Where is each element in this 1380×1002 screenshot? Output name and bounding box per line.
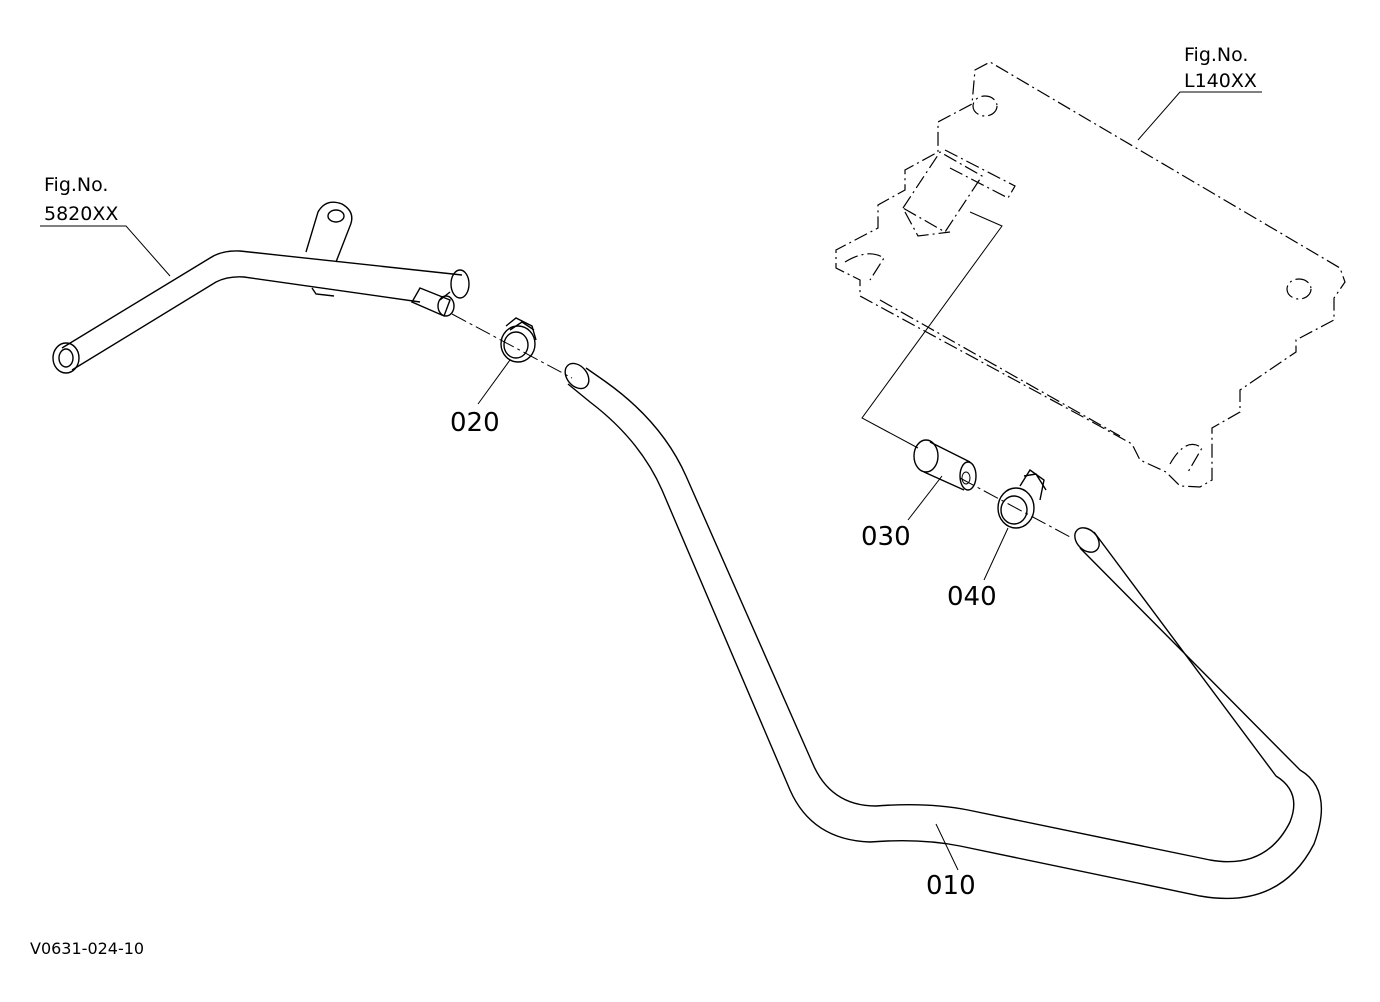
fig-ref-right-line2: L140XX (1184, 70, 1257, 92)
callout-leader-020 (477, 359, 511, 405)
metal-pipe (52, 201, 470, 374)
fig-ref-left-line2: 5820XX (44, 203, 118, 225)
hose-clamp-right (997, 468, 1047, 529)
right-assembly-axis (959, 477, 1073, 539)
callout-030: 030 (861, 522, 911, 552)
rubber-hose (564, 362, 1323, 900)
callout-010: 010 (926, 871, 976, 901)
callout-020: 020 (450, 408, 500, 438)
callout-040: 040 (947, 582, 997, 612)
fig-ref-right-leader (1137, 91, 1262, 141)
left-assembly-axis (451, 313, 573, 379)
callout-leader-040 (983, 527, 1009, 581)
reference-plate (835, 61, 1346, 488)
hose-clamp-left (500, 317, 537, 363)
plate-to-fitting-leader (861, 211, 1003, 449)
callout-leader-010 (935, 823, 959, 871)
fig-ref-left-leader (40, 225, 171, 277)
fig-ref-left-line1: Fig.No. (44, 174, 108, 196)
callout-leader-030 (907, 475, 943, 521)
drawing-code: V0631-024-10 (30, 939, 144, 958)
hose-fitting (913, 439, 977, 491)
fig-ref-right-line1: Fig.No. (1184, 44, 1248, 66)
